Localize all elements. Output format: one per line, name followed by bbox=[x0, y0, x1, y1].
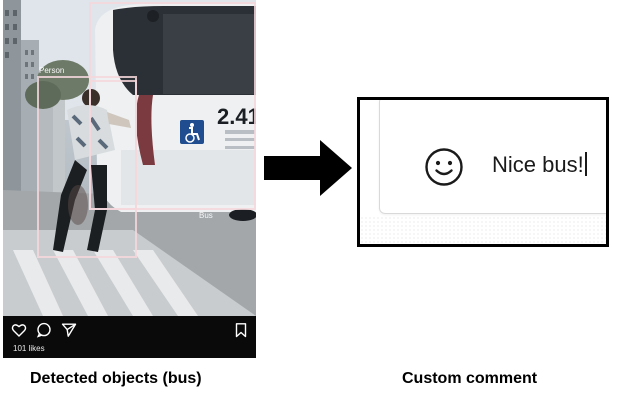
bookmark-icon[interactable] bbox=[233, 322, 249, 338]
bus-number: 2.41 bbox=[217, 104, 256, 129]
comment-bubble-icon[interactable] bbox=[36, 322, 52, 338]
post-photo: 2.41 Person Bus bbox=[3, 0, 256, 316]
heart-icon[interactable] bbox=[11, 322, 27, 338]
text-caret bbox=[584, 152, 587, 176]
comment-input[interactable]: Nice bus! bbox=[492, 149, 606, 181]
send-paper-plane-icon[interactable] bbox=[61, 322, 77, 338]
bus-label: Bus bbox=[199, 211, 213, 220]
small-bbox bbox=[89, 80, 137, 210]
comment-box: Nice bus! bbox=[379, 100, 606, 214]
street-scene-image: 2.41 bbox=[3, 0, 256, 316]
comment-text: Nice bus! bbox=[492, 152, 584, 177]
right-arrow-icon bbox=[264, 140, 352, 196]
likes-count: 101 likes bbox=[13, 344, 45, 353]
dotted-background bbox=[360, 216, 606, 244]
caption-right: Custom comment bbox=[402, 370, 538, 387]
smiley-icon[interactable] bbox=[424, 147, 464, 187]
post-action-bar: 101 likes bbox=[3, 316, 256, 358]
comment-zoom-frame: Nice bus! bbox=[357, 97, 609, 247]
caption-left: Detected objects (bus) bbox=[30, 370, 202, 387]
social-post: 2.41 Person Bus bbox=[3, 0, 256, 358]
person-label: Person bbox=[39, 66, 65, 75]
